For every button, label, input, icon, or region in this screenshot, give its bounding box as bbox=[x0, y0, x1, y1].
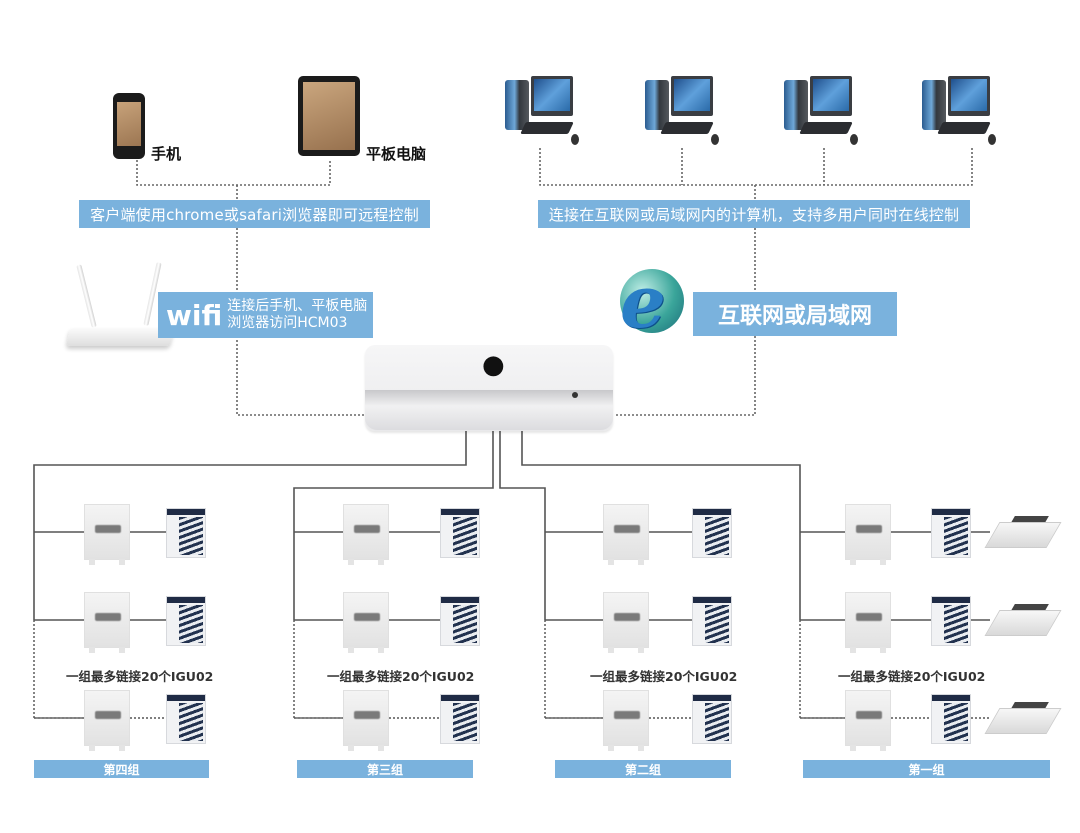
apple-icon: ● bbox=[482, 350, 505, 380]
group-label: 第二组 bbox=[555, 760, 731, 778]
igu02-controller-icon bbox=[84, 504, 130, 565]
computer-icon bbox=[922, 76, 1000, 152]
igu02-controller-icon bbox=[603, 592, 649, 653]
mobile-link bbox=[136, 160, 331, 186]
wifi-caption: wifi 连接后手机、平板电脑 浏览器访问HCM03 bbox=[158, 292, 373, 338]
mobile-caption: 客户端使用chrome或safari浏览器即可远程控制 bbox=[79, 200, 430, 228]
outdoor-unit-icon bbox=[166, 508, 206, 558]
link-group-2 bbox=[499, 430, 546, 620]
group-label: 第三组 bbox=[297, 760, 473, 778]
phone-icon bbox=[113, 93, 145, 159]
igu02-controller-icon bbox=[84, 690, 130, 751]
outdoor-unit-icon bbox=[440, 694, 480, 744]
igu02-controller-icon bbox=[603, 690, 649, 751]
outdoor-unit-icon bbox=[166, 694, 206, 744]
outdoor-unit-icon bbox=[440, 596, 480, 646]
group-capacity-note: 一组最多链接20个IGU02 bbox=[327, 669, 475, 684]
link-group-3 bbox=[293, 430, 494, 620]
cassette-indoor-unit-icon bbox=[984, 702, 1062, 734]
outdoor-unit-icon bbox=[692, 694, 732, 744]
igu02-controller-icon bbox=[343, 504, 389, 565]
internet-explorer-globe-icon: e bbox=[612, 259, 688, 344]
link-group-1 bbox=[521, 430, 801, 620]
wifi-badge: wifi bbox=[166, 298, 223, 332]
group-label: 第四组 bbox=[34, 760, 209, 778]
outdoor-unit-icon bbox=[931, 596, 971, 646]
outdoor-unit-icon bbox=[931, 508, 971, 558]
wifi-line-1: 连接后手机、平板电脑 bbox=[227, 298, 368, 314]
network-label: 互联网或局域网 bbox=[693, 292, 897, 336]
cassette-indoor-unit-icon bbox=[984, 516, 1062, 548]
computer-icon bbox=[505, 76, 583, 152]
outdoor-unit-icon bbox=[440, 508, 480, 558]
outdoor-unit-icon bbox=[931, 694, 971, 744]
link-group-4 bbox=[33, 430, 467, 620]
group-capacity-note: 一组最多链接20个IGU02 bbox=[66, 669, 214, 684]
outdoor-unit-icon bbox=[166, 596, 206, 646]
network-to-server-link bbox=[614, 228, 756, 416]
wifi-line-2: 浏览器访问HCM03 bbox=[227, 315, 348, 331]
group-capacity-note: 一组最多链接20个IGU02 bbox=[590, 669, 738, 684]
igu02-controller-icon bbox=[84, 592, 130, 653]
igu02-controller-icon bbox=[845, 504, 891, 565]
computer-icon bbox=[645, 76, 723, 152]
computers-caption: 连接在互联网或局域网内的计算机，支持多用户同时在线控制 bbox=[538, 200, 970, 228]
dotted-links bbox=[136, 148, 973, 416]
server-front-panel bbox=[365, 390, 613, 430]
igu02-controller-icon bbox=[343, 592, 389, 653]
igu02-controller-icon bbox=[845, 690, 891, 751]
phone-label: 手机 bbox=[151, 145, 182, 163]
group-label: 第一组 bbox=[803, 760, 1050, 778]
igu02-controller-icon bbox=[845, 592, 891, 653]
tablet-icon bbox=[298, 76, 360, 156]
computers-link bbox=[539, 148, 973, 186]
computer-icon bbox=[784, 76, 862, 152]
igu02-controller-icon bbox=[343, 690, 389, 751]
row-links bbox=[34, 531, 990, 719]
cassette-indoor-unit-icon bbox=[984, 604, 1062, 636]
computers-drops bbox=[681, 148, 825, 200]
power-led-icon bbox=[572, 392, 578, 398]
tablet-label: 平板电脑 bbox=[366, 145, 427, 163]
group-capacity-note: 一组最多链接20个IGU02 bbox=[838, 669, 986, 684]
igu02-controller-icon bbox=[603, 504, 649, 565]
outdoor-unit-icon bbox=[692, 508, 732, 558]
solid-links bbox=[33, 430, 801, 620]
outdoor-unit-icon bbox=[692, 596, 732, 646]
